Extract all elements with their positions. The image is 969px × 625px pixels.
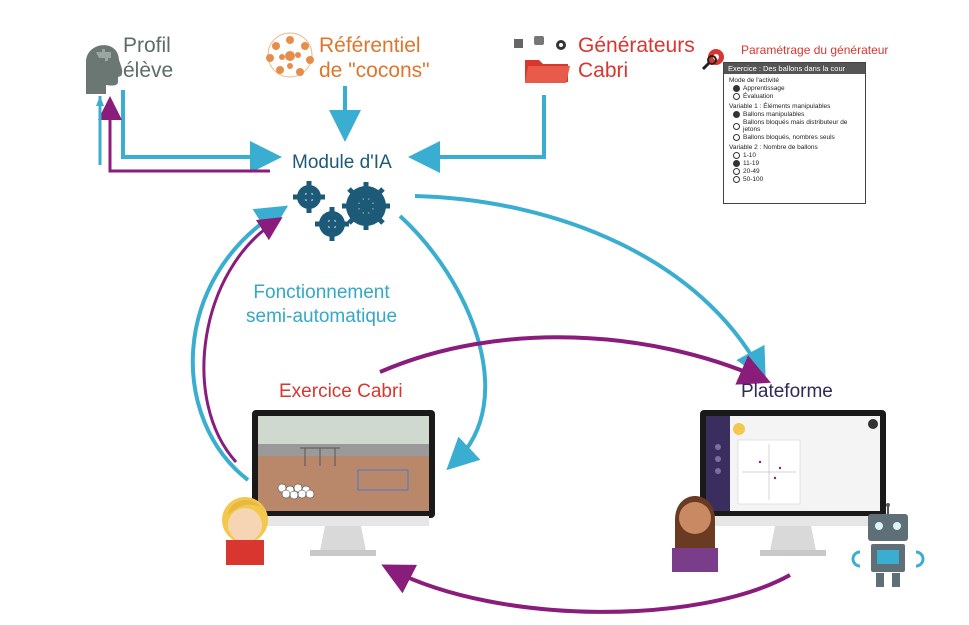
settings-option-label: 1-10	[743, 152, 757, 159]
settings-option[interactable]: Ballons manipulables	[733, 111, 865, 118]
generateurs-line2: Cabri	[578, 59, 629, 82]
settings-option-label: Apprentissage	[743, 85, 785, 92]
arrow-exercice-module	[190, 205, 289, 482]
fonctionnement-line2: semi-automatique	[246, 306, 398, 327]
settings-option[interactable]: Ballons bloqués mais distributeur de jet…	[733, 119, 865, 133]
radio-button[interactable]	[733, 134, 740, 141]
network-icon	[266, 32, 314, 78]
plateforme-monitor	[700, 410, 886, 556]
settings-option-label: 50-100	[743, 176, 764, 183]
radio-button[interactable]	[733, 122, 740, 130]
profil-line2: élève	[123, 59, 174, 82]
arrow-exercice-module-purple	[202, 217, 283, 464]
settings-option-label: Ballons bloqués, nombres seuls	[743, 134, 835, 141]
settings-option[interactable]: Évaluation	[733, 93, 865, 100]
settings-option[interactable]: 11-19	[733, 160, 865, 167]
settings-header: Exercice : Des ballons dans la cour	[724, 63, 865, 74]
folder-icon	[514, 36, 570, 83]
gear-icon	[293, 181, 390, 241]
radio-button[interactable]	[733, 176, 740, 183]
settings-section-label: Mode de l'activité	[729, 77, 780, 84]
radio-button[interactable]	[733, 152, 740, 159]
settings-section-label: Variable 1 : Éléments manipulables	[729, 103, 831, 110]
radio-button[interactable]	[733, 111, 740, 118]
module-ia-label: Module d'IA	[292, 152, 392, 173]
settings-option[interactable]: 1-10	[733, 152, 865, 159]
arrow-exercice-plateforme	[379, 335, 772, 385]
child-avatar-left	[222, 497, 268, 565]
radio-button[interactable]	[733, 85, 740, 92]
settings-option[interactable]: 20-49	[733, 168, 865, 175]
settings-option[interactable]: Apprentissage	[733, 85, 865, 92]
settings-option-label: 20-49	[743, 168, 760, 175]
referentiel-label: Référentiel de "cocons"	[319, 33, 430, 83]
settings-title: Paramétrage du générateur	[741, 43, 889, 57]
referentiel-line1: Référentiel	[319, 34, 421, 57]
generateurs-label: Générateurs Cabri	[578, 33, 695, 83]
settings-option[interactable]: Ballons bloqués, nombres seuls	[733, 134, 865, 141]
settings-panel: Exercice : Des ballons dans la cour Mode…	[723, 62, 866, 204]
settings-gear-icon	[701, 49, 724, 71]
exercice-label: Exercice Cabri	[279, 381, 403, 402]
arrow-head-profil	[96, 96, 104, 106]
plateforme-label: Plateforme	[741, 381, 833, 402]
arrow-module-exercice	[398, 214, 488, 471]
referentiel-line2: de "cocons"	[319, 59, 430, 82]
robot-icon	[851, 503, 925, 587]
settings-option-label: Ballons manipulables	[743, 111, 805, 118]
exercice-monitor	[252, 410, 435, 556]
generateurs-line1: Générateurs	[578, 34, 695, 57]
arrow-gen-module	[408, 95, 546, 173]
arrow-module-plateforme	[414, 194, 766, 381]
settings-option-label: 11-19	[743, 160, 760, 167]
fonctionnement-line1: Fonctionnement	[253, 282, 390, 303]
settings-section-label: Variable 2 : Nombre de ballons	[729, 144, 818, 151]
settings-option-label: Ballons bloqués mais distributeur de jet…	[743, 119, 848, 133]
profil-line1: Profil	[123, 34, 171, 57]
arrow-profil-module	[121, 90, 282, 173]
profil-label: Profil élève	[123, 33, 173, 83]
settings-option[interactable]: 50-100	[733, 176, 865, 183]
fonctionnement-label: Fonctionnement semi-automatique	[246, 281, 397, 329]
head-puzzle-icon	[86, 45, 123, 94]
radio-button[interactable]	[733, 168, 740, 175]
arrow-plateforme-exercice	[381, 564, 791, 614]
arrow-module-profil	[98, 96, 270, 173]
teacher-avatar	[672, 496, 718, 572]
radio-button[interactable]	[733, 93, 740, 100]
radio-button[interactable]	[733, 160, 740, 167]
settings-option-label: Évaluation	[743, 93, 774, 100]
